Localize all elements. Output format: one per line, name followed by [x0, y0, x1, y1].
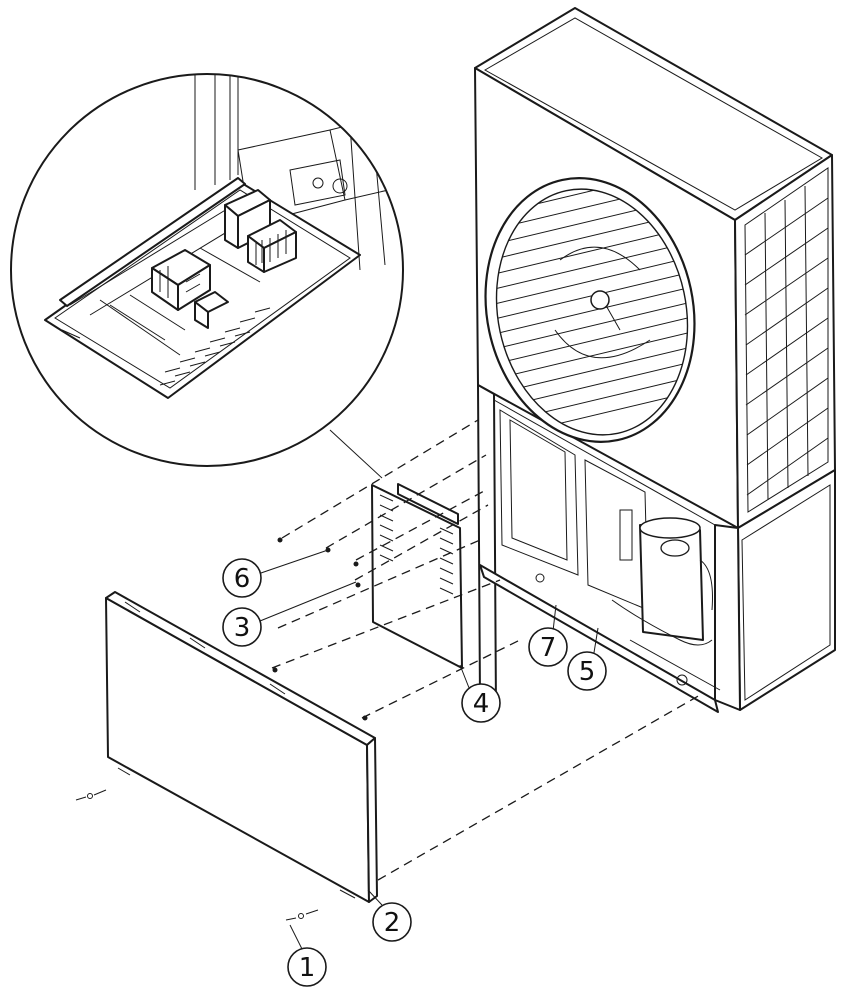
- heat-pump-unit: [474, 7, 836, 713]
- callout-7: 7: [528, 627, 568, 667]
- callout-7-label: 7: [540, 633, 557, 663]
- screw-icon: [285, 909, 319, 921]
- callout-6: 6: [222, 558, 262, 598]
- callout-2-label: 2: [384, 908, 401, 938]
- callout-3-label: 3: [234, 613, 251, 643]
- callout-1-label: 1: [299, 953, 316, 983]
- detail-magnifier: [10, 73, 404, 479]
- front-panel: [105, 591, 378, 903]
- callout-1: 1: [287, 947, 327, 987]
- fan-guard: [484, 171, 701, 443]
- assembly-lines: [271, 419, 701, 881]
- callout-3: 3: [222, 607, 262, 647]
- callout-4: 4: [461, 683, 501, 723]
- compressor: [611, 509, 713, 646]
- screws: [75, 537, 368, 921]
- screw-icon: [75, 789, 107, 801]
- callout-2: 2: [372, 902, 412, 942]
- callout-6-label: 6: [234, 564, 251, 594]
- callout-5-label: 5: [579, 657, 596, 687]
- callout-5: 5: [567, 651, 607, 691]
- side-grille: [744, 167, 829, 513]
- electrical-box-cover: [371, 483, 463, 669]
- callout-4-label: 4: [473, 689, 490, 719]
- detail-control-box: [44, 75, 403, 399]
